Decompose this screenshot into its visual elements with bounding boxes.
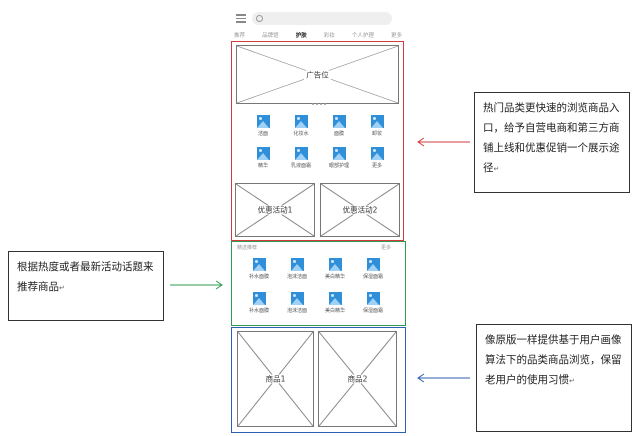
tab-makeup[interactable]: 彩妆 bbox=[323, 33, 335, 39]
note-text: 根据热度或者最新活动话题来推荐商品 bbox=[17, 261, 154, 293]
category-item[interactable]: 眼部护理 bbox=[320, 147, 358, 179]
note-product-feed: 像原版一样提供基于用户画像算法下的品类商品浏览，保留老用户的使用习惯↵ bbox=[476, 324, 632, 432]
carousel-dots[interactable] bbox=[312, 103, 326, 106]
category-item[interactable]: 更多 bbox=[358, 147, 396, 179]
tab-more[interactable]: 更多 bbox=[390, 33, 402, 39]
recommend-title: 精选推荐 bbox=[237, 245, 258, 251]
recommend-label: 保湿面霜 bbox=[362, 308, 383, 314]
category-label: 更多 bbox=[371, 163, 382, 169]
recommend-item[interactable]: 美白精华 bbox=[316, 292, 354, 326]
image-icon bbox=[256, 147, 270, 160]
image-icon bbox=[290, 292, 304, 305]
note-recommend: 根据热度或者最新活动话题来推荐商品↵ bbox=[8, 251, 164, 321]
image-icon bbox=[252, 258, 266, 271]
promo-card-2[interactable]: 优惠活动2 bbox=[320, 183, 400, 237]
image-icon bbox=[332, 115, 346, 128]
promo-card-1[interactable]: 优惠活动1 bbox=[235, 183, 315, 237]
arrowhead-green bbox=[215, 280, 223, 290]
image-icon bbox=[366, 292, 380, 305]
category-label: 眼部护理 bbox=[328, 163, 349, 169]
hot-category-section bbox=[231, 41, 404, 241]
recommend-item[interactable]: 补水面膜 bbox=[240, 292, 278, 326]
tab-recommend[interactable]: 推荐 bbox=[234, 33, 246, 39]
recommend-item[interactable]: 补水面膜 bbox=[240, 258, 278, 292]
note-text: 热门品类更快速的浏览商品入口，给予自营电商和第三方商铺上线和优惠促销一个展示途径 bbox=[483, 102, 620, 174]
recommend-more-link[interactable]: 更多 bbox=[381, 245, 392, 251]
recommend-item[interactable]: 保湿面霜 bbox=[354, 292, 392, 326]
category-tabs: 推荐 品牌馆 护肤 彩妆 个人护理 更多 bbox=[234, 31, 402, 41]
note-text: 像原版一样提供基于用户画像算法下的品类商品浏览，保留老用户的使用习惯 bbox=[485, 334, 622, 386]
category-item[interactable]: 卸妆 bbox=[358, 115, 396, 147]
recommend-label: 补水面膜 bbox=[248, 308, 269, 314]
promo-label: 优惠活动1 bbox=[255, 205, 295, 215]
tab-personal-care[interactable]: 个人护理 bbox=[351, 33, 374, 39]
recommend-label: 泡沫洁面 bbox=[286, 274, 307, 280]
recommend-section bbox=[231, 241, 406, 326]
image-icon bbox=[294, 147, 308, 160]
arrowhead-blue bbox=[417, 373, 425, 383]
recommend-grid: 补水面膜 泡沫洁面 美白精华 保湿面霜 补水面膜 泡沫洁面 美白精华 保湿面霜 bbox=[240, 258, 400, 326]
product-label: 商品2 bbox=[345, 374, 370, 384]
image-icon bbox=[370, 115, 384, 128]
recommend-label: 泡沫洁面 bbox=[286, 308, 307, 314]
product-feed-section bbox=[231, 327, 406, 433]
category-item[interactable]: 精华 bbox=[244, 147, 282, 179]
promo-label: 优惠活动2 bbox=[340, 205, 380, 215]
recommend-label: 美白精华 bbox=[324, 274, 345, 280]
category-label: 洁面 bbox=[257, 131, 268, 137]
ad-banner-label: 广告位 bbox=[304, 70, 331, 79]
recommend-item[interactable]: 泡沫洁面 bbox=[278, 258, 316, 292]
recommend-item[interactable]: 泡沫洁面 bbox=[278, 292, 316, 326]
tab-brand[interactable]: 品牌馆 bbox=[262, 33, 279, 39]
search-icon bbox=[256, 15, 263, 22]
recommend-label: 保湿面霜 bbox=[362, 274, 383, 280]
recommend-label: 美白精华 bbox=[324, 308, 345, 314]
image-icon bbox=[252, 292, 266, 305]
image-icon bbox=[328, 258, 342, 271]
ad-banner[interactable]: 广告位 bbox=[236, 45, 399, 104]
arrowhead-red bbox=[417, 137, 425, 147]
image-icon bbox=[366, 258, 380, 271]
category-grid: 洁面 化妆水 面膜 卸妆 精华 乳液面霜 眼部护理 更多 bbox=[244, 115, 396, 179]
category-label: 乳液面霜 bbox=[290, 163, 311, 169]
category-item[interactable]: 洁面 bbox=[244, 115, 282, 147]
top-bar bbox=[236, 10, 396, 28]
category-label: 精华 bbox=[257, 163, 268, 169]
category-item[interactable]: 乳液面霜 bbox=[282, 147, 320, 179]
image-icon bbox=[294, 115, 308, 128]
recommend-label: 补水面膜 bbox=[248, 274, 269, 280]
image-icon bbox=[256, 115, 270, 128]
image-icon bbox=[328, 292, 342, 305]
product-label: 商品1 bbox=[263, 374, 288, 384]
search-input[interactable] bbox=[252, 12, 392, 25]
category-label: 面膜 bbox=[333, 131, 344, 137]
menu-icon[interactable] bbox=[236, 14, 246, 24]
image-icon bbox=[290, 258, 304, 271]
tab-skincare[interactable]: 护肤 bbox=[295, 33, 307, 39]
recommend-item[interactable]: 保湿面霜 bbox=[354, 258, 392, 292]
category-label: 化妆水 bbox=[293, 131, 309, 137]
product-card-2[interactable]: 商品2 bbox=[318, 331, 397, 427]
category-item[interactable]: 面膜 bbox=[320, 115, 358, 147]
product-card-1[interactable]: 商品1 bbox=[237, 331, 314, 427]
category-item[interactable]: 化妆水 bbox=[282, 115, 320, 147]
image-icon bbox=[332, 147, 346, 160]
image-icon bbox=[370, 147, 384, 160]
note-hot-category: 热门品类更快速的浏览商品入口，给予自营电商和第三方商铺上线和优惠促销一个展示途径… bbox=[474, 92, 630, 193]
recommend-item[interactable]: 美白精华 bbox=[316, 258, 354, 292]
category-label: 卸妆 bbox=[371, 131, 382, 137]
